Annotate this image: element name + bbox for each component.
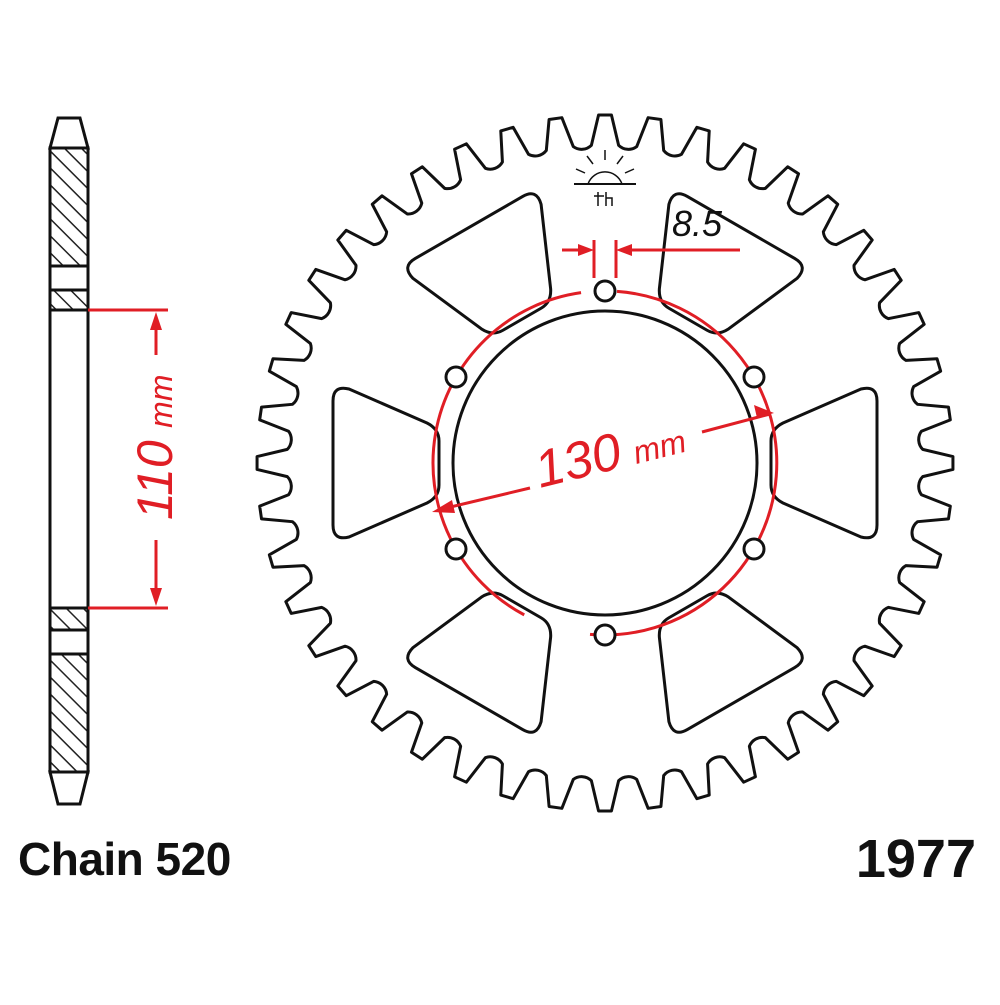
- bolt-hole: [593, 279, 617, 303]
- lightening-windows: [331, 192, 879, 734]
- bolt-hole: [742, 365, 766, 389]
- chain-size-label: Chain 520: [18, 833, 231, 885]
- side-profile-upper-hatch: [48, 146, 90, 268]
- bolt-hole: [742, 537, 766, 561]
- side-profile-upper-band: [48, 288, 90, 312]
- logo-glyph: [594, 192, 613, 206]
- hub-width-label: 110 mm: [127, 375, 183, 520]
- bolt-holes: [444, 279, 766, 647]
- pcd-dim-arrow-right: [754, 405, 774, 418]
- pcd-dim-arrow-left: [432, 500, 455, 513]
- hub-dim-arrow-bottom: [150, 588, 162, 606]
- logo-ray: [575, 168, 586, 174]
- side-profile-lower-band: [48, 606, 90, 632]
- side-profile-hub: [48, 308, 90, 610]
- pitch-circle-arc-left: [431, 291, 582, 617]
- hub-width-dimension: 110 mm: [88, 308, 183, 610]
- hole-dim-arrow-right: [616, 244, 632, 256]
- bolt-hole: [593, 623, 617, 647]
- bolt-hole-dimension: 8.5: [562, 203, 740, 278]
- lightening-window: [406, 591, 553, 734]
- logo-sun-arc: [587, 171, 623, 185]
- side-profile-lower-gap: [48, 628, 90, 656]
- hub-dim-arrow-top: [150, 312, 162, 330]
- part-number-label: 1977: [855, 829, 976, 889]
- hole-dim-arrow-left: [578, 244, 594, 256]
- bolt-hole: [444, 365, 468, 389]
- lightening-window: [331, 386, 441, 540]
- bolt-hole-size-label: 8.5: [672, 203, 723, 244]
- lightening-window: [769, 386, 879, 540]
- lightening-window: [657, 192, 804, 335]
- side-profile-bottom-tooth: [48, 770, 90, 806]
- center-bore: [451, 309, 759, 617]
- sprocket-side-profile: [48, 116, 90, 806]
- pitch-circle-arc-right: [589, 289, 779, 637]
- side-profile-lower-hatch: [48, 652, 90, 774]
- side-profile-upper-gap: [48, 264, 90, 292]
- manufacturer-logo: [574, 150, 636, 206]
- logo-ray: [586, 155, 594, 165]
- bolt-hole: [444, 537, 468, 561]
- side-profile-top-tooth: [48, 116, 90, 150]
- lightening-window: [406, 192, 553, 335]
- lightening-window: [657, 591, 804, 734]
- logo-ray: [624, 168, 635, 174]
- logo-ray: [616, 155, 624, 165]
